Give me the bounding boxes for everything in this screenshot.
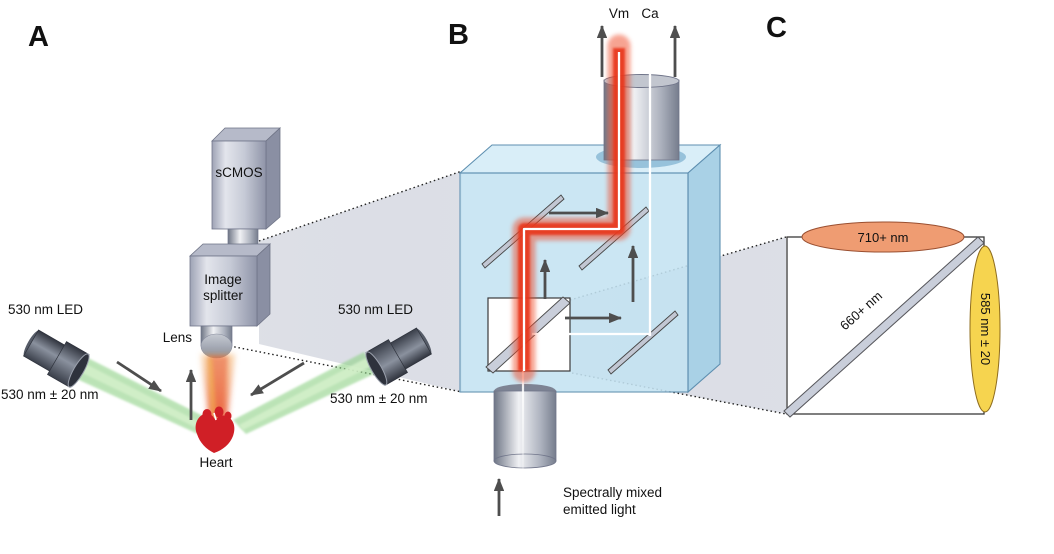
- scmos-label: sCMOS: [215, 165, 262, 180]
- emitted-light-label-2: emitted light: [563, 502, 636, 517]
- long-pass-filter: [801, 221, 965, 253]
- cone-dotted-top: [258, 170, 463, 242]
- led-aperture: [67, 353, 90, 388]
- cone-dotted-bottom: [571, 372, 787, 415]
- panel-a-label: A: [28, 21, 49, 53]
- left-led-label: 530 nm LED: [8, 302, 83, 317]
- ca-label: Ca: [641, 6, 659, 21]
- splitter-top-face: [188, 243, 272, 257]
- housing-side-face: [687, 143, 721, 394]
- green-beam-core: [74, 360, 205, 430]
- band-pass-filter: [969, 245, 1001, 413]
- image-splitter-label-1: Image: [204, 272, 242, 287]
- excitation-beam-left: [68, 354, 211, 434]
- scmos-camera: sCMOS: [211, 127, 282, 257]
- image-splitter-label-2: splitter: [203, 288, 243, 303]
- arrow-right-led-to-heart: [250, 361, 305, 397]
- heart-label: Heart: [199, 455, 232, 470]
- panel-b-label: B: [448, 19, 469, 51]
- heart: Heart: [195, 406, 235, 470]
- dichroic-mirror-detail: [783, 236, 985, 418]
- led-right: [365, 327, 432, 386]
- panel-b: B: [448, 6, 722, 524]
- objective-lens: Lens: [163, 325, 233, 359]
- camera-side-face: [265, 127, 281, 230]
- heart-notch: [213, 412, 217, 421]
- emission-beam: [201, 354, 235, 420]
- ca-beam: [526, 36, 660, 350]
- right-led-wavelength: 530 nm ± 20 nm: [330, 391, 427, 406]
- image-splitter-box: Image splitter: [188, 243, 272, 327]
- splitter-front-face: [189, 255, 258, 327]
- green-beam-core: [239, 358, 370, 430]
- vm-label: Vm: [609, 6, 629, 21]
- panel-a: A sCMOS Image splitter Lens: [1, 21, 432, 470]
- heart-body: [195, 413, 235, 453]
- left-led-wavelength: 530 nm ± 20 nm: [1, 387, 98, 402]
- excitation-beam-right: [233, 352, 376, 434]
- led-aperture: [365, 351, 388, 386]
- emitted-light-label-1: Spectrally mixed: [563, 485, 662, 500]
- panel-c-label: C: [766, 12, 787, 44]
- band-pass-filter-label: 585 nm ± 20: [978, 293, 993, 365]
- mixed-input-beam: [507, 371, 537, 524]
- splitter-side-face: [256, 243, 271, 327]
- led-left: [23, 329, 90, 388]
- right-led-label: 530 nm LED: [338, 302, 413, 317]
- camera-front-face: [211, 140, 267, 230]
- long-pass-filter-label: 710+ nm: [858, 230, 909, 245]
- lens-label: Lens: [163, 330, 193, 345]
- panel-c: C 660+ nm 710+ nm 585 nm ± 20: [766, 12, 1001, 418]
- emission-yellow-stripe: [208, 358, 216, 420]
- cone-dotted-bottom: [229, 345, 463, 393]
- arrow-left-led-to-heart: [116, 360, 162, 393]
- vm-beam: [512, 34, 631, 383]
- vm-beam-centerline: [522, 52, 621, 371]
- heart-vessel: [214, 406, 224, 418]
